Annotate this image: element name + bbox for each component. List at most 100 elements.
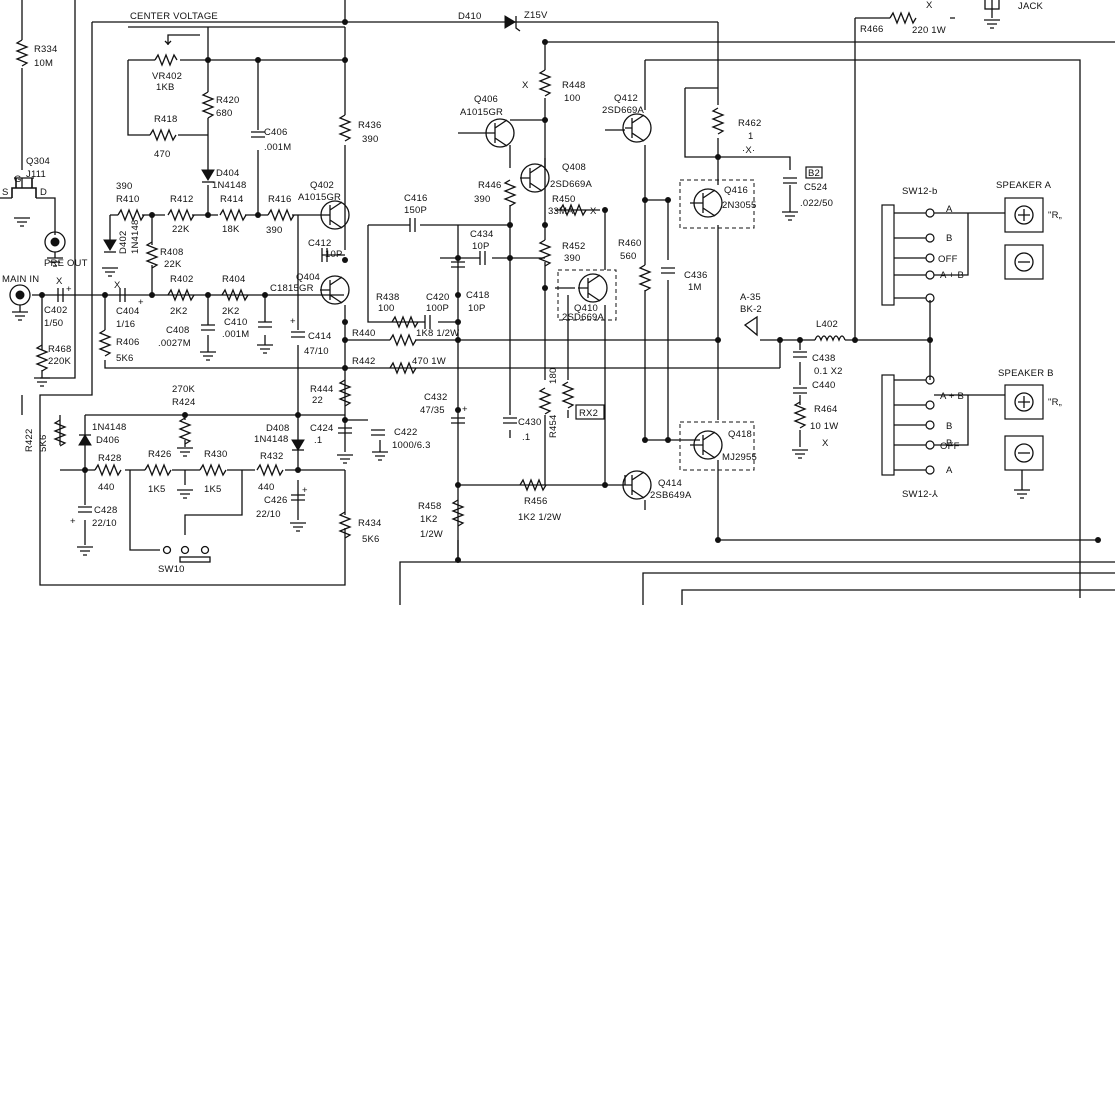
q406-value: A1015GR: [460, 107, 503, 118]
r452-label: R452: [562, 241, 586, 252]
c430-value: .1: [522, 432, 530, 443]
q410-value: 2SD669A: [562, 312, 605, 323]
q412-value: 2SD669A: [602, 105, 645, 116]
r432-label: R432: [260, 451, 284, 462]
d-label: D: [40, 187, 47, 198]
c422-value: 1000/6.3: [392, 440, 431, 451]
sw12b-label: SW12-b: [902, 186, 938, 197]
r334-value: 10M: [34, 58, 53, 69]
r422-value: 5K6: [38, 434, 49, 452]
d404-value: 1N4148: [212, 180, 246, 191]
c524-label: C524: [804, 182, 828, 193]
r432-value: 440: [258, 482, 274, 493]
r466-value: 220 1W: [912, 25, 946, 36]
r428-label: R428: [98, 453, 122, 464]
plus-mark: +: [290, 316, 296, 327]
q414-value: 2SB649A: [650, 490, 692, 501]
r456-label: R456: [524, 496, 548, 507]
q406-label: Q406: [474, 94, 498, 105]
r412-label: R412: [170, 194, 194, 205]
r412-value: 22K: [172, 224, 190, 235]
c414-value: 47/10: [304, 346, 329, 357]
r444-value: 22: [312, 395, 323, 406]
r462-label: R462: [738, 118, 762, 129]
c434-label: C434: [470, 229, 494, 240]
c438-label: C438: [812, 353, 836, 364]
d406-label: D406: [96, 435, 120, 446]
c438-value: 0.1 X2: [814, 366, 843, 377]
q410-label: Q410: [574, 303, 598, 314]
r-mark: "R„: [1048, 397, 1062, 408]
r448-value: 100: [564, 93, 580, 104]
c410-value: .001M: [222, 329, 249, 340]
sw-ab-label: A + B: [940, 270, 964, 281]
s-label: S: [2, 187, 9, 198]
c428-value: 22/10: [92, 518, 117, 529]
r424-value: 270K: [172, 384, 195, 395]
c408-label: C408: [166, 325, 190, 336]
r446-label: R446: [478, 180, 502, 191]
r424-label: R424: [172, 397, 196, 408]
sw-a-label: A: [946, 465, 953, 476]
r428-value: 440: [98, 482, 114, 493]
r420-label: R420: [216, 95, 240, 106]
r438-label: R438: [376, 292, 400, 303]
sw-off-label: OFF: [940, 441, 960, 452]
r422-label: R422: [24, 428, 35, 452]
q418-value: MJ2955: [722, 452, 757, 463]
c418-value: 10P: [468, 303, 486, 314]
r460-label: R460: [618, 238, 642, 249]
r416-label: R416: [268, 194, 292, 205]
r462-value: 1: [748, 131, 753, 142]
r-mark: "R„: [1048, 210, 1062, 221]
c1815gr-label: C1815GR: [270, 283, 314, 294]
x-mark: X: [114, 280, 121, 291]
r464-label: R464: [814, 404, 838, 415]
q408-label: Q408: [562, 162, 586, 173]
sw-b2-label: B: [946, 438, 953, 449]
x-mark: X: [590, 206, 597, 217]
r450-value: 33MA: [548, 206, 574, 217]
jack-label: JACK: [1018, 1, 1044, 12]
l402-label: L402: [816, 319, 838, 330]
c412-value: 10P: [325, 249, 343, 260]
r420-value: 680: [216, 108, 232, 119]
r440-value: 1K8 1/2W: [416, 328, 459, 339]
r414-value: 18K: [222, 224, 240, 235]
sw-b-label: B: [946, 421, 953, 432]
r444-label: R444: [310, 384, 334, 395]
r430-value: 1K5: [204, 484, 222, 495]
r404-value: 2K2: [222, 306, 240, 317]
r430-label: R430: [204, 449, 228, 460]
c408-value: .0027M: [158, 338, 191, 349]
sw-b-label: B: [946, 233, 953, 244]
q408-value: 2SD669A: [550, 179, 593, 190]
r454-label: R454: [548, 414, 559, 438]
r448-label: R448: [562, 80, 586, 91]
dot-x-mark: ·X·: [742, 145, 755, 156]
r460-value: 560: [620, 251, 636, 262]
c432-label: C432: [424, 392, 448, 403]
r418-value: 470: [154, 149, 170, 160]
q412-label: Q412: [614, 93, 638, 104]
q402-value: A1015GR: [298, 192, 341, 203]
c418-label: C418: [466, 290, 490, 301]
r468-label: R468: [48, 344, 72, 355]
r458-label: R458: [418, 501, 442, 512]
r410-label: R410: [116, 194, 140, 205]
c428-label: C428: [94, 505, 118, 516]
c426-value: 22/10: [256, 509, 281, 520]
r458-value: 1K2: [420, 514, 438, 525]
components: [9, 0, 1044, 563]
q416-value: 2N3055: [722, 200, 756, 211]
r436-value: 390: [362, 134, 378, 145]
bk2-label: BK-2: [740, 304, 762, 315]
r406-value: 5K6: [116, 353, 134, 364]
main-in-label: MAIN IN: [2, 274, 39, 285]
c430-label: C430: [518, 417, 542, 428]
d406-value: 1N4148: [92, 422, 126, 433]
r408-value: 22K: [164, 259, 182, 270]
q304-label: Q304: [26, 156, 50, 167]
speaker-b-label: SPEAKER B: [998, 368, 1054, 379]
